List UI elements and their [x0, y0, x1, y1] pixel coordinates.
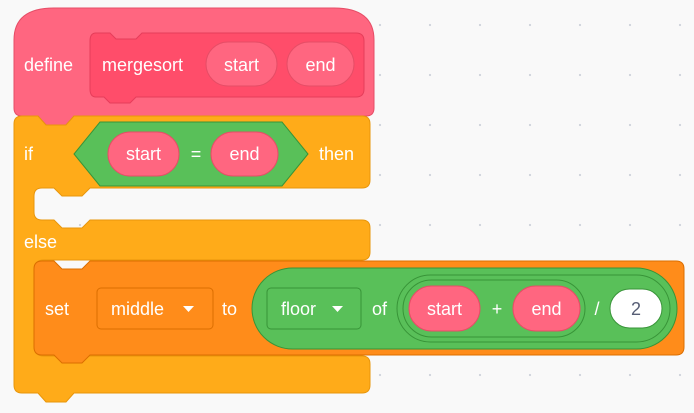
addend-end[interactable]: end: [512, 285, 581, 332]
division-reporter[interactable]: start + end / 2: [396, 274, 671, 343]
chevron-down-icon: [183, 306, 194, 312]
to-keyword: to: [222, 299, 237, 319]
svg-text:2: 2: [631, 299, 641, 319]
function-name: floor: [281, 299, 316, 319]
svg-text:start: start: [427, 299, 462, 319]
equals-operator: =: [191, 144, 202, 164]
function-dropdown[interactable]: floor: [266, 287, 362, 330]
svg-text:end: end: [531, 299, 561, 319]
condition-right-end[interactable]: end: [210, 131, 279, 177]
math-function-reporter[interactable]: floor of start + end: [251, 267, 678, 350]
svg-text:start: start: [126, 144, 161, 164]
if-else-block[interactable]: if then else start = end: [13, 115, 371, 403]
plus-operator: +: [492, 299, 503, 319]
param-start[interactable]: start: [205, 41, 278, 87]
addend-start[interactable]: start: [408, 285, 481, 332]
if-keyword: if: [24, 144, 34, 164]
of-keyword: of: [372, 299, 388, 319]
divisor-input[interactable]: 2: [609, 288, 663, 329]
svg-text:end: end: [305, 55, 335, 75]
equals-condition[interactable]: start = end: [73, 121, 309, 187]
variable-dropdown[interactable]: middle: [96, 287, 214, 330]
set-variable-block[interactable]: set middle to floor of: [33, 260, 685, 364]
procedure-prototype[interactable]: mergesort start end: [89, 32, 365, 104]
define-block[interactable]: define mergesort start end: [13, 7, 375, 126]
chevron-down-icon: [332, 306, 343, 312]
svg-text:start: start: [224, 55, 259, 75]
addition-reporter[interactable]: start + end: [402, 279, 586, 338]
else-keyword: else: [24, 232, 57, 252]
define-keyword: define: [24, 55, 73, 75]
divide-operator: /: [594, 299, 599, 319]
then-keyword: then: [319, 144, 354, 164]
param-end[interactable]: end: [286, 41, 355, 87]
condition-left-start[interactable]: start: [107, 131, 180, 177]
variable-name: middle: [111, 299, 164, 319]
procedure-name: mergesort: [102, 55, 183, 75]
svg-text:end: end: [229, 144, 259, 164]
set-keyword: set: [45, 299, 69, 319]
